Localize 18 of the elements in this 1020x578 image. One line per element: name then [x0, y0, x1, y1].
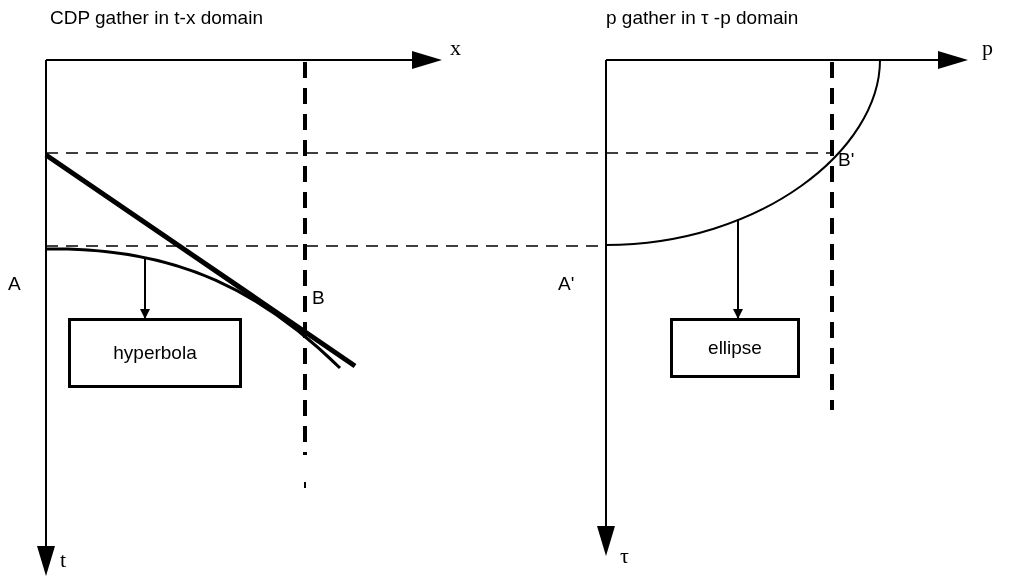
ellipse-curve — [605, 59, 881, 246]
panel-title: p gather in τ -p domain — [606, 8, 799, 29]
arrow — [140, 256, 150, 319]
point-label: B' — [838, 150, 855, 171]
box-label: ellipse — [708, 337, 762, 359]
label-box — [670, 318, 800, 378]
hyperbola-curve — [46, 247, 342, 370]
box-label: hyperbola — [113, 342, 197, 364]
point-label: B — [312, 288, 325, 309]
axis-label: t — [60, 548, 67, 573]
axis-label: x — [450, 36, 461, 61]
axis-label: τ — [620, 544, 629, 569]
panel-title: CDP gather in t-x domain — [50, 8, 263, 29]
arrow — [733, 218, 743, 319]
point-label: A' — [558, 274, 575, 295]
axis-label: p — [982, 36, 993, 61]
point-label: A — [8, 274, 21, 295]
label-box — [68, 318, 242, 388]
